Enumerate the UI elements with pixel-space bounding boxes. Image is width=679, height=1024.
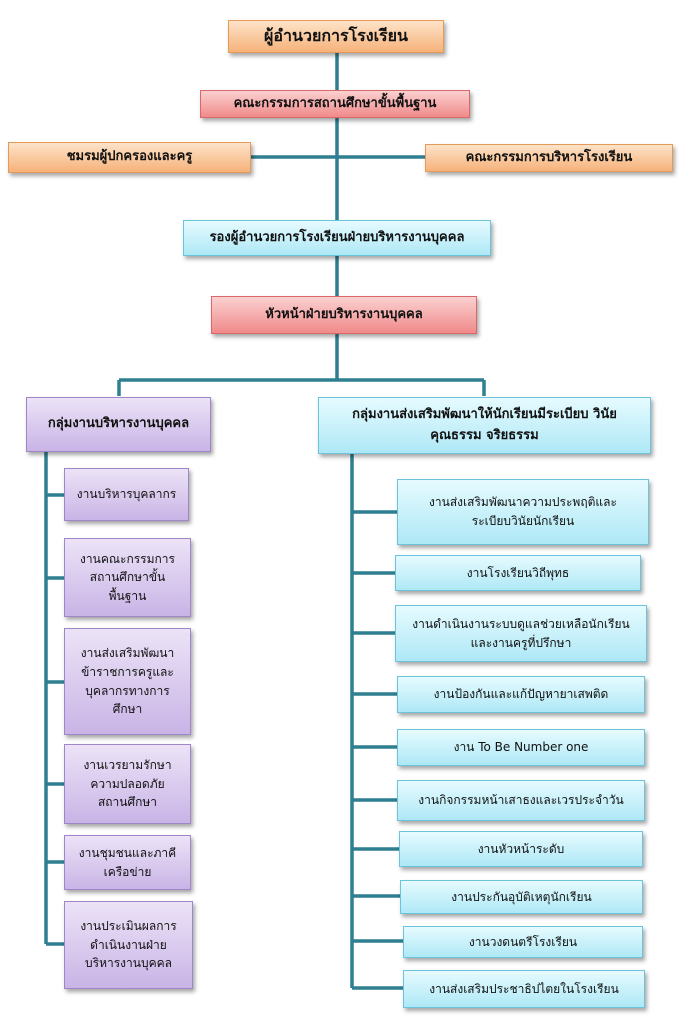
right-item: งานประกันอุบัติเหตุนักเรียน: [400, 880, 643, 914]
director-box: ผู้อำนวยการโรงเรียน: [228, 20, 444, 53]
right-item: งานป้องกันและแก้ปัญหายาเสพติด: [397, 676, 645, 713]
left-item: งานคณะกรรมการ สถานศึกษาขั้น พื้นฐาน: [64, 538, 191, 617]
right-item: งานส่งเสริมประชาธิปไตยในโรงเรียน: [403, 970, 645, 1008]
right-item: งาน To Be Number one: [397, 729, 645, 766]
right-item: งานส่งเสริมพัฒนาความประพฤติและ ระเบียบวิ…: [397, 479, 649, 545]
school-admin-committee-box: คณะกรรมการบริหารโรงเรียน: [425, 144, 673, 172]
left-item: งานเวรยามรักษา ความปลอดภัย สถานศึกษา: [64, 744, 191, 824]
deputy-director-box: รองผู้อำนวยการโรงเรียนฝ่ายบริหารงานบุคคล: [183, 220, 491, 256]
left-item: งานส่งเสริมพัฒนา ข้าราชการครูและ บุคลากร…: [64, 628, 191, 735]
right-item: งานดำเนินงานระบบดูแลช่วยเหลือนักเรียน แล…: [395, 605, 647, 662]
right-group-title: กลุ่มงานส่งเสริมพัฒนาให้นักเรียนมีระเบีย…: [318, 397, 651, 454]
left-item: งานประเมินผลการ ดำเนินงานฝ่าย บริหารงานบ…: [64, 901, 193, 989]
personnel-head-box: หัวหน้าฝ่ายบริหารงานบุคคล: [211, 296, 477, 334]
left-item: งานบริหารบุคลากร: [64, 468, 189, 521]
school-board-box: คณะกรรมการสถานศึกษาขั้นพื้นฐาน: [200, 90, 470, 118]
right-item: งานวงดนตรีโรงเรียน: [403, 926, 643, 958]
left-group-title: กลุ่มงานบริหารงานบุคคล: [26, 397, 211, 452]
right-item: งานหัวหน้าระดับ: [399, 831, 643, 867]
left-item: งานชุมชนและภาคี เครือข่าย: [64, 835, 191, 890]
parent-teacher-club-box: ชมรมผู้ปกครองและครู: [8, 142, 251, 173]
right-item: งานโรงเรียนวิถีพุทธ: [395, 555, 641, 591]
right-item: งานกิจกรรมหน้าเสาธงและเวรประจำวัน: [397, 780, 645, 821]
